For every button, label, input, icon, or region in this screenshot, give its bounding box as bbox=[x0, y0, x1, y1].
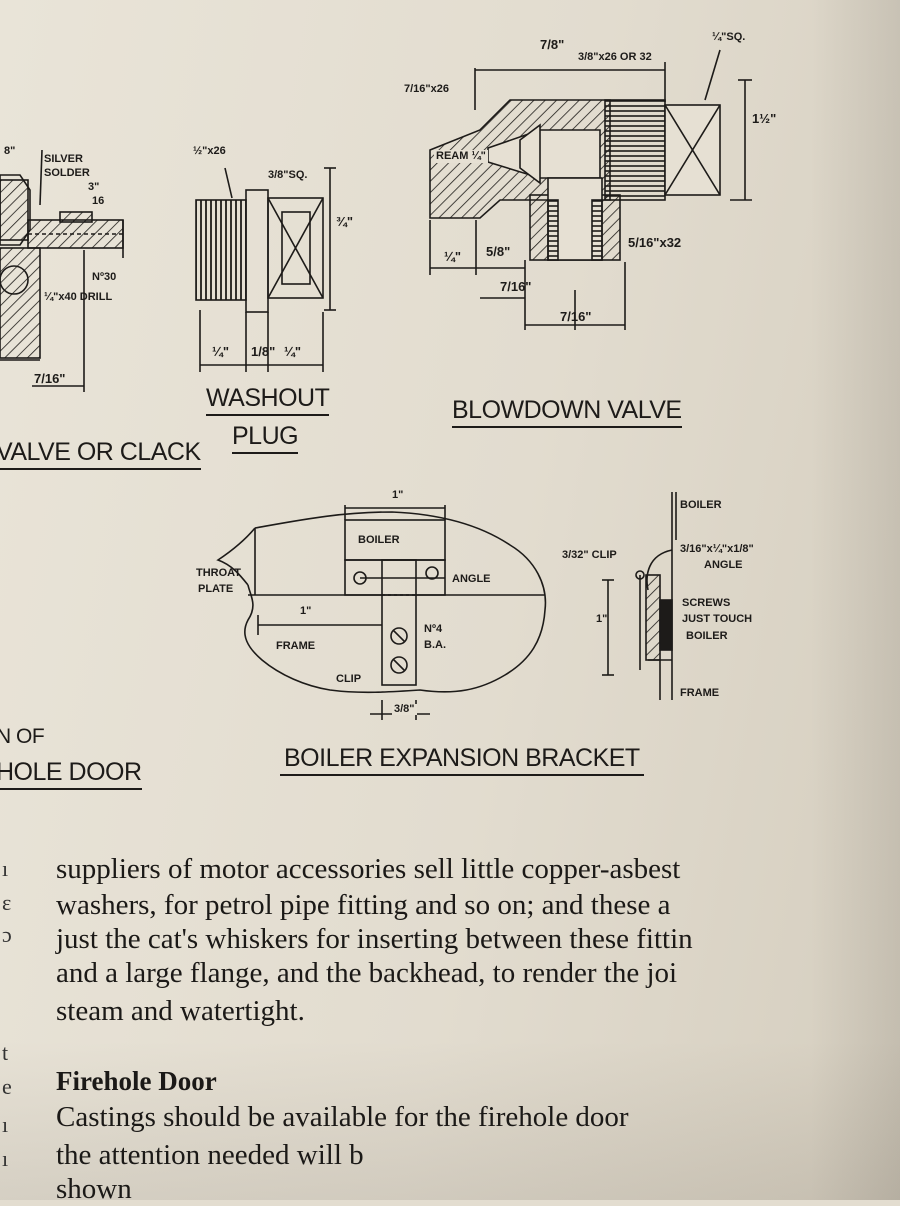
clack-caption: VALVE OR CLACK bbox=[0, 438, 201, 470]
paragraph-line-1: suppliers of motor accessories sell litt… bbox=[56, 853, 681, 885]
margin-mark: ɔ bbox=[2, 922, 12, 947]
section-heading: Firehole Door bbox=[56, 1066, 217, 1096]
margin-mark: ε bbox=[2, 890, 12, 915]
clack-valve-drawing bbox=[0, 149, 124, 392]
blowdown-label-10: 7/16" bbox=[560, 309, 592, 324]
margin-mark: t bbox=[2, 1040, 9, 1065]
margin-mark: ı bbox=[2, 856, 9, 881]
clack-label-8: 7/16" bbox=[34, 371, 66, 386]
washout-caption-1: WASHOUT bbox=[206, 384, 330, 416]
washout-label-1: ½"x26 bbox=[193, 145, 226, 157]
washout-caption-2: PLUG bbox=[232, 422, 299, 454]
blowdown-label-4: 7/16"x26 bbox=[404, 83, 449, 95]
blowdown-label-6: 1½" bbox=[752, 111, 777, 126]
bracket-label-8: Nº4 bbox=[424, 623, 443, 635]
side-label-5: SCREWS bbox=[682, 597, 731, 609]
bracket-label-7: FRAME bbox=[276, 640, 316, 652]
clack-label-2: SILVER bbox=[44, 153, 83, 165]
blowdown-caption: BLOWDOWN VALVE bbox=[452, 396, 682, 428]
page-curve-shadow bbox=[810, 0, 900, 1200]
paragraph-line-4: and a large flange, and the backhead, to… bbox=[56, 957, 678, 989]
clack-label-6: Nº30 bbox=[92, 271, 117, 283]
clack-label-1: 8" bbox=[4, 145, 16, 157]
paragraph-line-2: washers, for petrol pipe fitting and so … bbox=[56, 889, 671, 921]
margin-mark: ı bbox=[2, 1112, 9, 1137]
margin-mark: e bbox=[2, 1074, 12, 1099]
clack-label-7: ¼"x40 DRILL bbox=[44, 291, 113, 303]
bracket-label-11: 3/8" bbox=[392, 703, 417, 715]
washout-plug-drawing bbox=[195, 167, 336, 372]
blowdown-label-2: ¼"SQ. bbox=[712, 31, 746, 43]
margin-mark: ı bbox=[2, 1146, 9, 1171]
washout-label-5: 1/8" bbox=[251, 344, 276, 359]
blowdown-valve-drawing bbox=[429, 49, 752, 330]
bracket-label-1: 1" bbox=[392, 489, 404, 501]
washout-label-2: 3/8"SQ. bbox=[268, 169, 308, 181]
paragraph2-line-3: shown bbox=[56, 1173, 132, 1205]
bracket-label-2: BOILER bbox=[358, 534, 400, 546]
blowdown-label-7: ¼" bbox=[444, 249, 462, 264]
blowdown-label-3: 3/8"x26 OR 32 bbox=[578, 51, 652, 63]
paragraph2-line-2: the attention needed will b bbox=[56, 1139, 364, 1171]
blowdown-label-8: 5/8" bbox=[486, 244, 511, 259]
bracket-label-3: THROAT bbox=[196, 567, 242, 579]
expansion-bracket-drawing bbox=[216, 505, 547, 720]
bracket-caption: BOILER EXPANSION BRACKET bbox=[280, 744, 644, 776]
bracket-label-6: 1" bbox=[300, 605, 312, 617]
side-label-9: FRAME bbox=[680, 687, 720, 699]
blowdown-label-9: 7/16" bbox=[500, 279, 532, 294]
paragraph-line-3: just the cat's whiskers for inserting be… bbox=[56, 923, 693, 955]
clack-label-4: 3" bbox=[88, 181, 100, 193]
side-label-3: ANGLE bbox=[704, 559, 743, 571]
side-label-1: BOILER bbox=[680, 499, 722, 511]
paragraph2-line-1: Castings should be available for the fir… bbox=[56, 1101, 629, 1133]
side-label-2: 3/16"x¼"x1/8" bbox=[680, 543, 754, 555]
bracket-label-10: CLIP bbox=[336, 673, 362, 685]
side-label-4: 3/32" CLIP bbox=[562, 549, 617, 561]
firehole-caption-1: N OF bbox=[0, 725, 45, 748]
page-bottom-shadow bbox=[0, 1040, 900, 1200]
washout-label-6: ¼" bbox=[284, 344, 302, 359]
blowdown-label-11: 5/16"x32 bbox=[628, 235, 682, 250]
side-label-8: 1" bbox=[596, 613, 608, 625]
bracket-label-5: ANGLE bbox=[452, 573, 491, 585]
paragraph-line-5: steam and watertight. bbox=[56, 995, 305, 1027]
clack-label-3: SOLDER bbox=[44, 167, 90, 179]
washout-label-4: ¼" bbox=[212, 344, 230, 359]
bracket-side-view-drawing bbox=[602, 492, 677, 700]
bracket-label-9: B.A. bbox=[424, 639, 446, 651]
firehole-caption-2: HOLE DOOR bbox=[0, 758, 142, 790]
blowdown-label-1: 7/8" bbox=[540, 37, 565, 52]
clack-label-5: 16 bbox=[92, 195, 105, 207]
side-label-7: BOILER bbox=[686, 630, 728, 642]
blowdown-label-5: REAM ¼" bbox=[434, 150, 488, 163]
bracket-label-4: PLATE bbox=[198, 583, 234, 595]
side-label-6: JUST TOUCH bbox=[682, 613, 753, 625]
washout-label-3: ¾" bbox=[336, 214, 354, 229]
